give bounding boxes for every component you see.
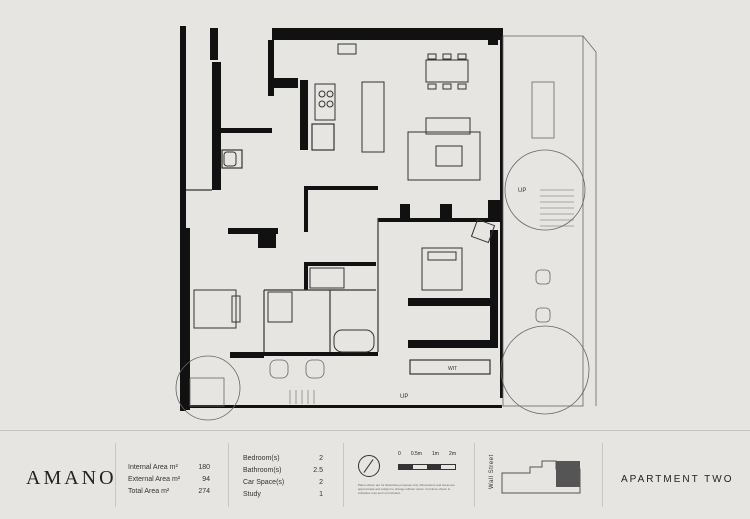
dining-table — [425, 53, 469, 90]
room-row: Car Space(s)2 — [243, 479, 323, 486]
outer-walls — [180, 26, 503, 411]
divider — [115, 443, 116, 507]
key-unit-highlight — [556, 461, 580, 487]
divider — [228, 443, 229, 507]
apartment-title: APARTMENT TWO — [621, 474, 734, 485]
room-row: Bathroom(s)2.5 — [243, 467, 323, 474]
street-label: Wall Street — [489, 454, 495, 489]
terrace-deck — [175, 35, 597, 421]
brand-logo: AMANO — [26, 467, 117, 489]
living-area — [407, 117, 481, 181]
divider — [343, 443, 344, 507]
interior-walls — [218, 40, 500, 358]
divider — [602, 443, 603, 507]
room-table: Bedroom(s)2 Bathroom(s)2.5 Car Space(s)2… — [243, 453, 323, 501]
kitchen — [314, 43, 385, 153]
key-plan — [501, 460, 581, 494]
divider — [474, 443, 475, 507]
master-bedroom — [421, 218, 496, 291]
up-label-deck: UP — [518, 188, 526, 194]
floor-plan: UP UP WIT — [175, 26, 597, 421]
disclaimer-text: Plans shown are for illustrative purpose… — [358, 483, 455, 495]
stairs — [289, 189, 574, 404]
second-bedroom — [193, 289, 241, 329]
wir-label: WIT — [448, 366, 457, 372]
up-label-lower: UP — [400, 394, 408, 400]
scale-bar: 0 0.5m 1m 2m — [398, 451, 456, 470]
thin-walls — [186, 123, 491, 375]
north-arrow-icon — [358, 455, 380, 477]
bathroom — [223, 151, 375, 353]
room-row: Bedroom(s)2 — [243, 455, 323, 462]
